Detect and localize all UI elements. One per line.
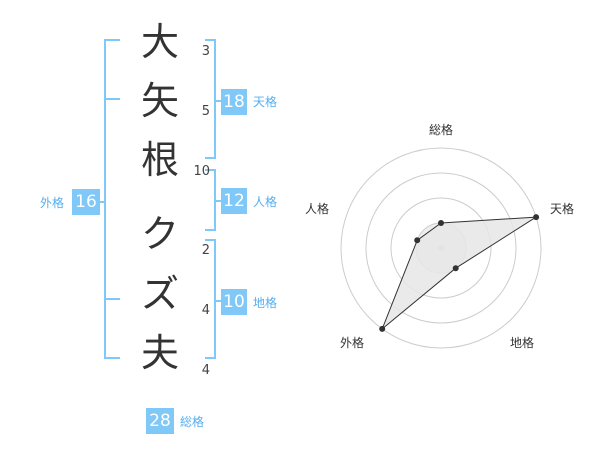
tenkaku-bracket <box>205 39 216 159</box>
stroke-count-1: 3 <box>201 44 210 59</box>
soukaku-badge: 28 <box>146 408 174 434</box>
gaikaku-label: 外格 <box>40 196 65 210</box>
radar-point-1 <box>438 220 444 226</box>
stroke-count-3: 10 <box>193 164 210 179</box>
name-char-3: 根 <box>140 138 179 182</box>
gaikaku-bracket <box>104 39 120 359</box>
chikaku-label: 地格 <box>253 296 278 310</box>
chikaku-bracket <box>205 239 216 359</box>
radar-ring-2 <box>390 197 492 299</box>
stroke-count-4: 2 <box>201 243 210 258</box>
radar-axis-label-4: 外格 <box>340 336 365 350</box>
name-char-1: 大 <box>140 20 179 64</box>
radar-ring-3 <box>365 172 517 324</box>
radar-axis-label-3: 地格 <box>510 336 535 350</box>
radar-series <box>379 214 540 332</box>
stroke-count-6: 4 <box>201 363 210 378</box>
radar-ring-4 <box>340 147 542 349</box>
name-char-4: ク <box>140 212 179 256</box>
stroke-count-5: 4 <box>201 303 210 318</box>
name-char-6: 夫 <box>140 331 179 375</box>
name-char-5: ズ <box>140 272 179 316</box>
radar-axis-label-5: 人格 <box>305 202 330 216</box>
jinkaku-label: 人格 <box>253 195 278 209</box>
radar-axis-label-2: 天格 <box>550 202 575 216</box>
radar-point-5 <box>414 237 421 244</box>
stroke-count-2: 5 <box>201 104 210 119</box>
radar-axis-label-1: 総格 <box>429 123 454 137</box>
tenkaku-badge: 18 <box>221 89 247 115</box>
radar-point-2 <box>533 214 540 221</box>
gaikaku-badge: 16 <box>72 189 100 215</box>
jinkaku-badge: 12 <box>221 188 247 214</box>
name-char-2: 矢 <box>140 79 179 123</box>
chikaku-badge: 10 <box>221 289 247 315</box>
soukaku-label: 総格 <box>180 415 205 429</box>
radar-point-3 <box>452 265 459 272</box>
radar-point-4 <box>379 325 386 332</box>
radar-series-area <box>381 216 537 330</box>
tenkaku-label: 天格 <box>253 95 278 109</box>
